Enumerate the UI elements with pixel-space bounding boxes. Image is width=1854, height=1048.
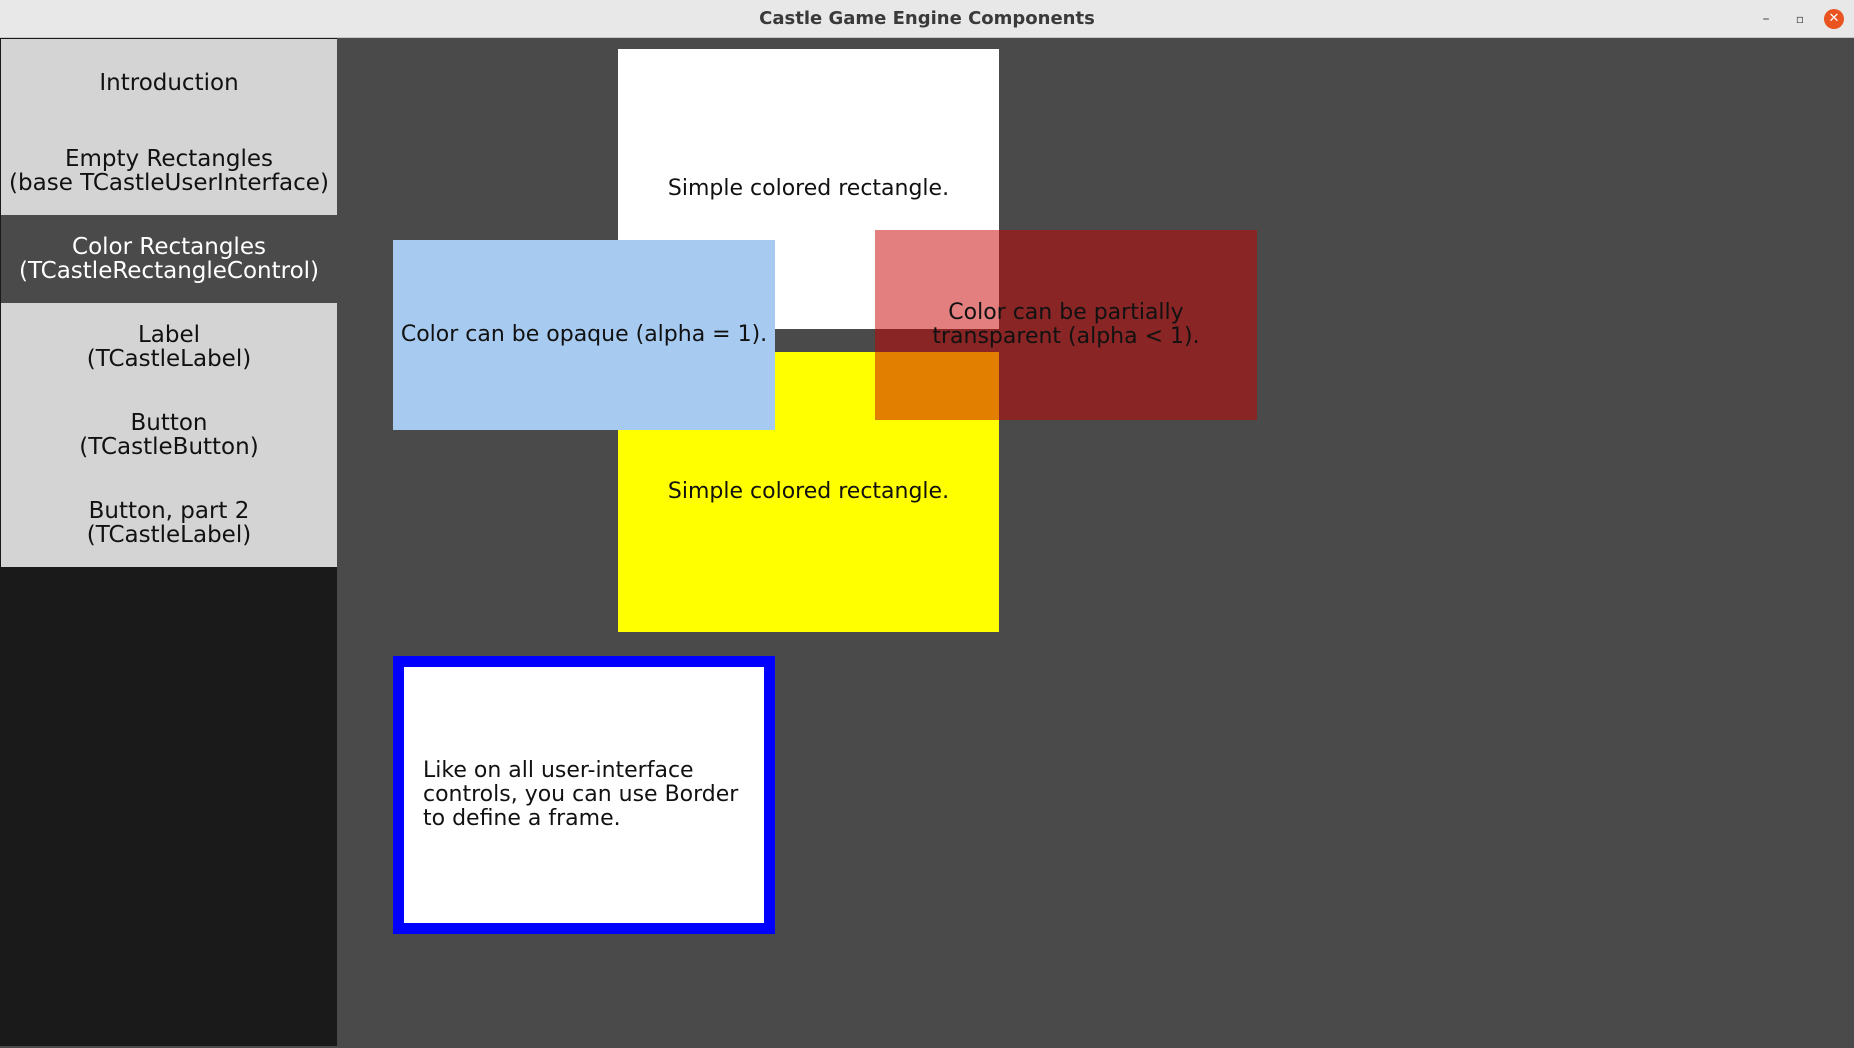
title-bar[interactable]: Castle Game Engine Components – ▫ ✕ [0,0,1854,38]
bordered-rectangle: Like on all user-interface controls, you… [393,656,775,934]
close-icon[interactable]: ✕ [1824,9,1844,29]
sidebar-item-introduction[interactable]: Introduction [1,39,337,127]
opaque-blue-rectangle: Color can be opaque (alpha = 1). [393,240,775,430]
minimize-icon[interactable]: – [1762,11,1770,27]
sidebar-item-color-rectangles[interactable]: Color Rectangles (TCastleRectangleContro… [1,215,337,303]
sidebar-item-label[interactable]: Label (TCastleLabel) [1,303,337,391]
sidebar-item-button[interactable]: Button (TCastleButton) [1,391,337,479]
sidebar: Introduction Empty Rectangles (base TCas… [0,38,337,1046]
window-title: Castle Game Engine Components [759,8,1095,29]
demo-canvas: Simple colored rectangle. Simple colored… [337,38,1852,1046]
transparent-red-rectangle: Color can be partially transparent (alph… [875,230,1257,420]
sidebar-item-button-part-2[interactable]: Button, part 2 (TCastleLabel) [1,479,337,567]
maximize-icon[interactable]: ▫ [1795,12,1805,26]
sidebar-item-empty-rectangles[interactable]: Empty Rectangles (base TCastleUserInterf… [1,127,337,215]
